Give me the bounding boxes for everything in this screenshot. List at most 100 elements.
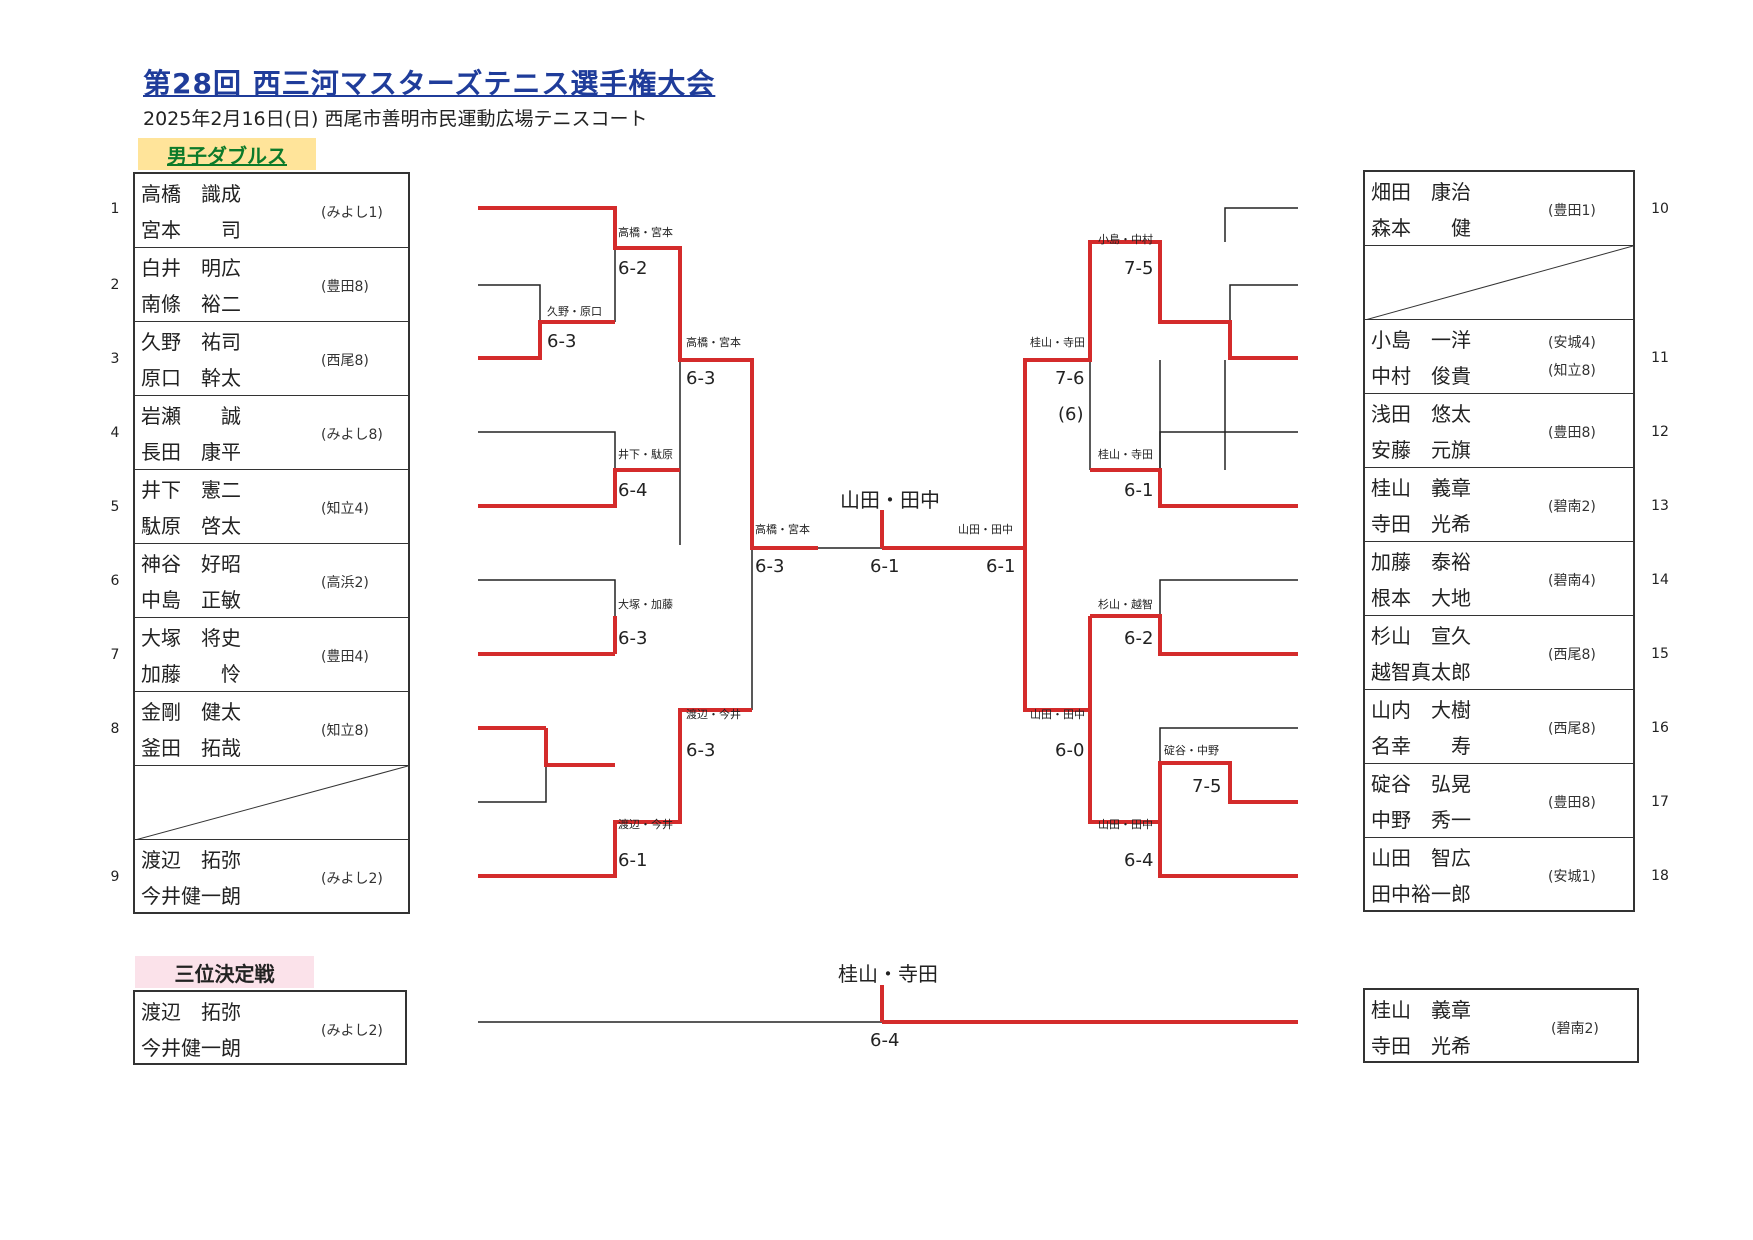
seed-number: 9 (110, 869, 120, 885)
player-name: 白井 明広 (141, 256, 241, 280)
entry-row: 大塚 将史 加藤 怜 (豊田4) (135, 618, 408, 692)
seed-number: 4 (110, 425, 120, 441)
club-name: (豊田1) (1548, 203, 1596, 219)
player-name: 宮本 司 (141, 218, 241, 242)
match-winner-label: 小島・中村 (1098, 233, 1153, 246)
entry-row: 高橋 識成 宮本 司 (みよし1) (135, 174, 408, 248)
seed-number: 17 (1651, 794, 1669, 810)
seed-number: 10 (1651, 201, 1669, 217)
player-name: 加藤 泰裕 (1371, 550, 1471, 574)
page-title: 第28回 西三河マスターズテニス選手権大会 (143, 67, 716, 100)
third-place-label: 三位決定戦 (135, 956, 314, 988)
entry-row: 浅田 悠太 安藤 元旗 (豊田8) (1365, 394, 1633, 468)
entry-row: 岩瀬 誠 長田 康平 (みよし8) (135, 396, 408, 470)
match-score: 6-4 (618, 480, 648, 501)
match-winner-label: 井下・駄原 (618, 448, 673, 461)
match-winner-label: 碇谷・中野 (1164, 744, 1219, 757)
event-date-venue: 2025年2月16日(日) 西尾市善明市民運動広場テニスコート (143, 108, 648, 130)
player-name: 中島 正敏 (141, 588, 241, 612)
player-name: 神谷 好昭 (141, 552, 241, 576)
player-name: 桂山 義章 (1371, 998, 1471, 1022)
club-name: (西尾8) (1548, 721, 1596, 737)
bye-diagonal (135, 766, 408, 840)
bye-diagonal (1365, 246, 1633, 320)
player-name: 久野 祐司 (141, 330, 241, 354)
club-name: (みよし2) (321, 1023, 383, 1039)
match-winner-label: 桂山・寺田 (1098, 448, 1153, 461)
club-name: (知立8) (1548, 363, 1596, 379)
seed-number: 12 (1651, 424, 1669, 440)
entry-row: 碇谷 弘晃 中野 秀一 (豊田8) (1365, 764, 1633, 838)
player-name: 根本 大地 (1371, 586, 1471, 610)
match-winner-label: 杉山・越智 (1098, 598, 1153, 611)
club-name: (碧南4) (1548, 573, 1596, 589)
entry-row: 井下 憲二 駄原 啓太 (知立4) (135, 470, 408, 544)
seed-number: 18 (1651, 868, 1669, 884)
match-score: 7-6 (1055, 368, 1085, 389)
match-winner-label: 高橋・宮本 (755, 523, 810, 536)
category-label: 男子ダブルス (138, 138, 316, 170)
match-score: 6-2 (618, 258, 648, 279)
seed-number: 3 (110, 351, 120, 367)
club-name: (高浜2) (321, 575, 369, 591)
club-name: (西尾8) (1548, 647, 1596, 663)
bye-slot (135, 766, 408, 840)
match-score: 6-1 (1124, 480, 1154, 501)
seed-number: 1 (110, 201, 120, 217)
player-name: 渡辺 拓弥 (141, 848, 241, 872)
match-score: 6-3 (686, 368, 716, 389)
player-name: 寺田 光希 (1371, 512, 1471, 536)
entry-row: 渡辺 拓弥 今井健一朗 (みよし2) (135, 840, 408, 914)
club-name: (碧南2) (1551, 1021, 1599, 1037)
player-name: 畑田 康治 (1371, 180, 1471, 204)
club-name: (みよし1) (321, 205, 383, 221)
match-winner-label: 山田・田中 (1098, 818, 1153, 831)
third-place-right-entry: 桂山 義章 寺田 光希 (碧南2) (1363, 988, 1639, 1063)
match-winner-label: 山田・田中 (1030, 708, 1085, 721)
club-name: (豊田4) (321, 649, 369, 665)
seed-number: 7 (110, 647, 120, 663)
club-name: (安城1) (1548, 869, 1596, 885)
player-name: 山田 智広 (1371, 846, 1471, 870)
player-name: 寺田 光希 (1371, 1034, 1471, 1058)
player-name: 南條 裕二 (141, 292, 241, 316)
player-name: 高橋 識成 (141, 182, 241, 206)
player-name: 桂山 義章 (1371, 476, 1471, 500)
seed-number: 16 (1651, 720, 1669, 736)
match-winner-label: 渡辺・今井 (686, 708, 741, 721)
player-name: 金剛 健太 (141, 700, 241, 724)
right-entry-table: 畑田 康治 森本 健 (豊田1) 小島 一洋 中村 俊貴 (安城4) (知立8)… (1363, 170, 1635, 912)
entry-row: 畑田 康治 森本 健 (豊田1) (1365, 172, 1633, 246)
entry-row: 神谷 好昭 中島 正敏 (高浜2) (135, 544, 408, 618)
match-score: 6-0 (1055, 740, 1085, 761)
match-score: 6-1 (618, 850, 648, 871)
match-winner-label: 高橋・宮本 (686, 336, 741, 349)
entry-row: 小島 一洋 中村 俊貴 (安城4) (知立8) (1365, 320, 1633, 394)
player-name: 小島 一洋 (1371, 328, 1471, 352)
club-name: (みよし2) (321, 871, 383, 887)
seed-number: 11 (1651, 350, 1669, 366)
player-name: 長田 康平 (141, 440, 241, 464)
player-name: 今井健一朗 (141, 884, 241, 908)
match-score: 6-4 (1124, 850, 1154, 871)
club-name: (知立4) (321, 501, 369, 517)
player-name: 杉山 宣久 (1371, 624, 1471, 648)
bye-slot (1365, 246, 1633, 320)
final-score: 6-1 (870, 556, 900, 577)
match-score: 6-3 (618, 628, 648, 649)
player-name: 原口 幹太 (141, 366, 241, 390)
tiebreak-score: (6) (1058, 404, 1084, 425)
match-score: 7-5 (1192, 776, 1222, 797)
match-winner-label: 渡辺・今井 (618, 818, 673, 831)
club-name: (豊田8) (321, 279, 369, 295)
third-place-score: 6-4 (870, 1030, 900, 1051)
seed-number: 6 (110, 573, 120, 589)
entry-row: 桂山 義章 寺田 光希 (碧南2) (1365, 468, 1633, 542)
player-name: 越智真太郎 (1371, 660, 1471, 684)
club-name: (知立8) (321, 723, 369, 739)
match-score: 6-1 (986, 556, 1016, 577)
champion-label: 山田・田中 (840, 488, 940, 512)
player-name: 浅田 悠太 (1371, 402, 1471, 426)
match-score: 6-3 (547, 331, 577, 352)
